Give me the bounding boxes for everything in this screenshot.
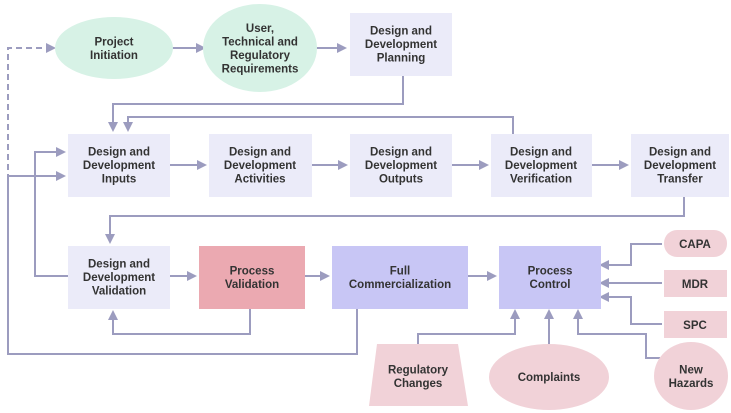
- connectors: [7, 43, 685, 359]
- connector-process-validation-to-validation: [108, 309, 251, 335]
- node-mdr-label: MDR: [682, 279, 709, 291]
- node-spc: SPC: [664, 311, 727, 338]
- dashed-loop-connector: [7, 43, 56, 180]
- connector-spc-to-process-control: [599, 292, 662, 325]
- node-label-line: Inputs: [102, 174, 137, 186]
- node-label-line: Design and: [88, 259, 150, 271]
- connector-planning-to-inputs: [108, 76, 404, 132]
- connector-validation-to-inputs: [34, 147, 68, 277]
- node-label-line: Development: [365, 39, 437, 51]
- node-label-line: Planning: [377, 53, 426, 65]
- node-capa-label: CAPA: [679, 239, 711, 251]
- node-label-line: Hazards: [669, 378, 714, 390]
- node-spc-label: SPC: [683, 320, 707, 332]
- node-label-line: MDR: [682, 279, 709, 291]
- node-label-line: Process: [528, 265, 573, 277]
- node-label-line: Process: [230, 265, 275, 277]
- connector-regulatory-changes-to-process-control: [417, 309, 520, 344]
- node-label-line: Development: [365, 160, 437, 172]
- connector-new-hazards-to-process-control: [573, 309, 660, 359]
- node-label-line: Requirements: [222, 63, 299, 75]
- node-label-line: SPC: [683, 320, 707, 332]
- connector-commercialization-to-inputs: [7, 171, 358, 355]
- node-label-line: Development: [644, 160, 716, 172]
- node-label-line: Design and: [370, 26, 432, 38]
- node-label-line: Design and: [649, 147, 711, 159]
- node-label-line: Control: [530, 279, 571, 291]
- node-label-line: User,: [246, 23, 274, 35]
- node-label-line: Development: [505, 160, 577, 172]
- node-label-line: Design and: [370, 147, 432, 159]
- node-label-line: Development: [83, 160, 155, 172]
- node-label-line: Validation: [225, 279, 279, 291]
- node-label-line: CAPA: [679, 239, 711, 251]
- node-label-line: Outputs: [379, 174, 423, 186]
- node-label-line: Technical and: [222, 36, 298, 48]
- node-label-line: Regulatory: [388, 364, 449, 376]
- node-label-line: Commercialization: [349, 279, 451, 291]
- node-label-line: Activities: [234, 174, 285, 186]
- node-label-line: Development: [224, 160, 296, 172]
- node-label-line: Changes: [394, 378, 443, 390]
- node-capa: CAPA: [664, 230, 727, 257]
- node-label-line: Regulatory: [230, 50, 291, 62]
- node-label-line: Design and: [88, 147, 150, 159]
- node-label-line: New: [679, 364, 703, 376]
- node-mdr: MDR: [664, 270, 727, 297]
- connector-transfer-to-validation: [105, 197, 685, 244]
- node-label-line: Validation: [92, 286, 146, 298]
- node-label-line: Design and: [229, 147, 291, 159]
- node-label-line: Design and: [510, 147, 572, 159]
- connector-verification-to-inputs: [123, 116, 514, 134]
- connector-capa-to-process-control: [599, 243, 662, 270]
- node-label-line: Project: [95, 36, 134, 48]
- node-label-line: Full: [390, 265, 410, 277]
- node-complaints: Complaints: [489, 344, 609, 410]
- node-label-line: Complaints: [518, 372, 581, 384]
- node-label-line: Initiation: [90, 50, 138, 62]
- node-label-line: Development: [83, 272, 155, 284]
- node-label-line: Verification: [510, 174, 572, 186]
- node-label-line: Transfer: [657, 174, 703, 186]
- node-complaints-label: Complaints: [518, 372, 581, 384]
